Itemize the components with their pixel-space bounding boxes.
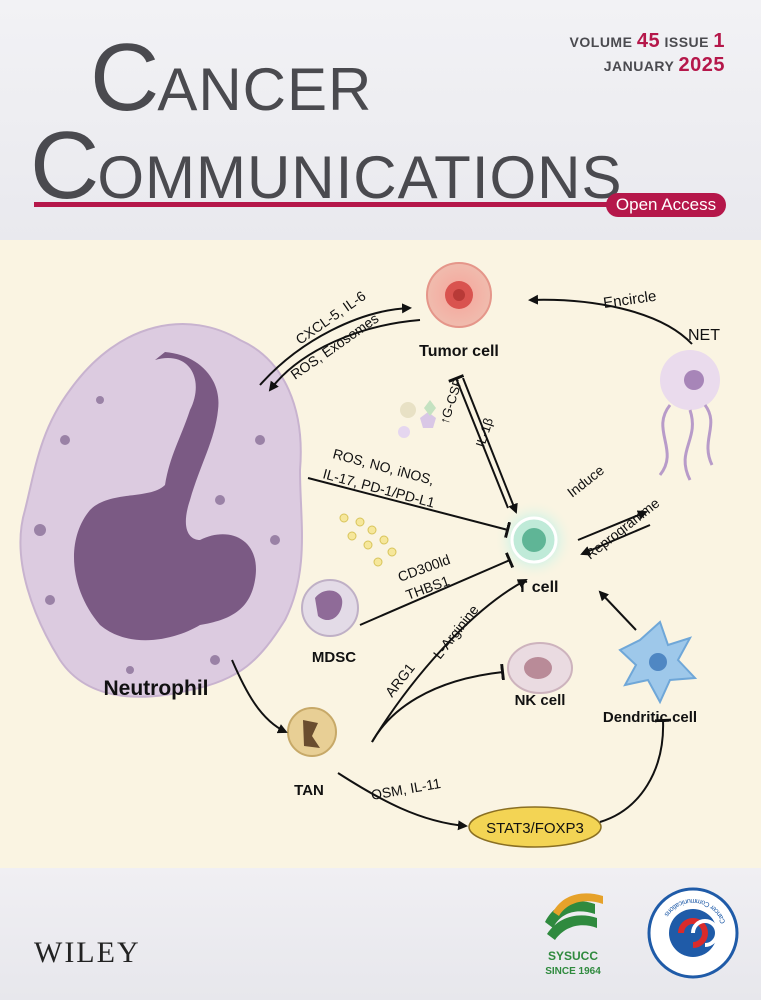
induce-label: Induce (564, 462, 607, 501)
t-cell-label: T cell (518, 579, 559, 596)
issue-date: JANUARY 2025 (603, 54, 725, 76)
g-csf-label: ↑G-CSF (437, 377, 466, 426)
nk-cell (507, 642, 573, 694)
net-structure (658, 350, 720, 481)
encircle-label: Encircle (602, 288, 657, 312)
cover-header: CANCER COMMUNICATIONS VOLUME 45 ISSUE 1 … (0, 0, 761, 240)
tan-label: TAN (294, 782, 324, 799)
neutrophil-pathway-diagram: Neutrophil Tumor cell T cell NET (19, 262, 720, 848)
mdsc-cell (301, 579, 359, 637)
il1b-label: IL-1β (473, 416, 497, 449)
cancer-communications-ring-logo: Cancer Communications (647, 887, 739, 979)
arg1-label: ARG1 (382, 660, 418, 700)
mdsc-label: MDSC (312, 649, 356, 666)
title-line-communications: COMMUNICATIONS (30, 112, 623, 219)
sysucc-logo: SYSUCC SINCE 1964 (545, 893, 603, 977)
nk-cell-label: NK cell (515, 692, 566, 709)
dendritic-cell (618, 620, 698, 705)
l-arginine-label: L-Arginine (430, 602, 482, 662)
g-csf-molecules (398, 400, 436, 438)
svg-text:SYSUCC: SYSUCC (548, 949, 598, 963)
osm-il11-label: OSM, IL-11 (370, 775, 442, 803)
reprogramme-label: Reprogramme (582, 495, 663, 563)
volume-issue: VOLUME 45 ISSUE 1 (569, 30, 725, 52)
neutrophil-cell (19, 323, 303, 698)
title-rule (34, 202, 714, 207)
net-label: NET (688, 327, 720, 344)
publisher-logo: WILEY (34, 936, 141, 969)
stat3-foxp3-label: STAT3/FOXP3 (486, 820, 584, 837)
title-line-cancer: CANCER (90, 24, 373, 131)
dendritic-cell-label: Dendritic cell (603, 709, 697, 726)
svg-text:SINCE 1964: SINCE 1964 (545, 966, 601, 977)
tan-cell (287, 707, 337, 757)
stat3-foxp3-node (468, 806, 602, 848)
pathway-arrows (231, 294, 693, 831)
open-access-badge: Open Access (606, 193, 726, 217)
neutrophil-label: Neutrophil (104, 677, 209, 700)
cytokine-dots (339, 513, 397, 567)
t-cell (494, 500, 574, 580)
tumor-cell-label: Tumor cell (419, 343, 499, 360)
tumor-cell (426, 262, 492, 328)
cover-footer (0, 868, 761, 1000)
